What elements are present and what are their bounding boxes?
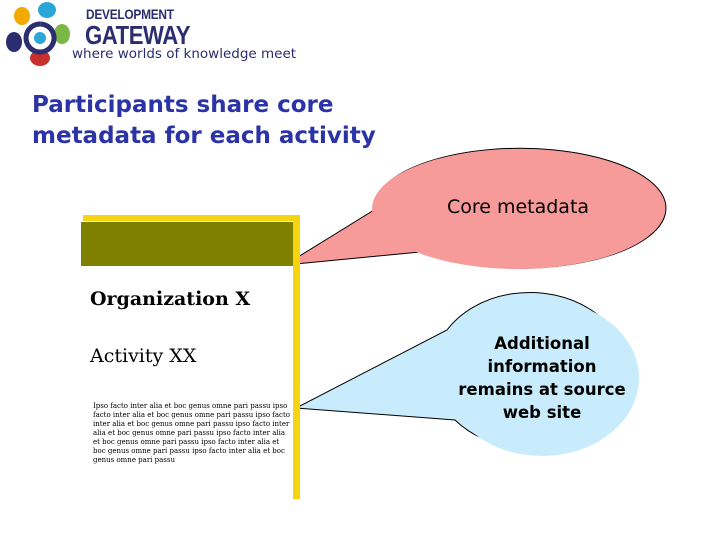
organization-name: Organization X [90,288,251,310]
source-document [83,215,300,499]
document-header-bar [81,222,293,266]
logo-tagline: where worlds of knowledge meet [72,46,297,62]
slide-title: Participants share core metadata for eac… [32,92,376,149]
activity-name: Activity XX [90,345,197,367]
core-metadata-label: Core metadata [446,196,590,218]
logo-mark-icon [6,2,74,72]
additional-info-label: Additional information remains at source… [458,334,626,422]
development-gateway-logo: DEVELOPMENT GATEWAY where worlds of know… [0,0,296,80]
logo-line-1: DEVELOPMENT [86,6,174,22]
logo-line-2: GATEWAY [85,20,191,50]
activity-filler-text: Ipso facto inter alia et boc genus omne … [93,402,290,464]
